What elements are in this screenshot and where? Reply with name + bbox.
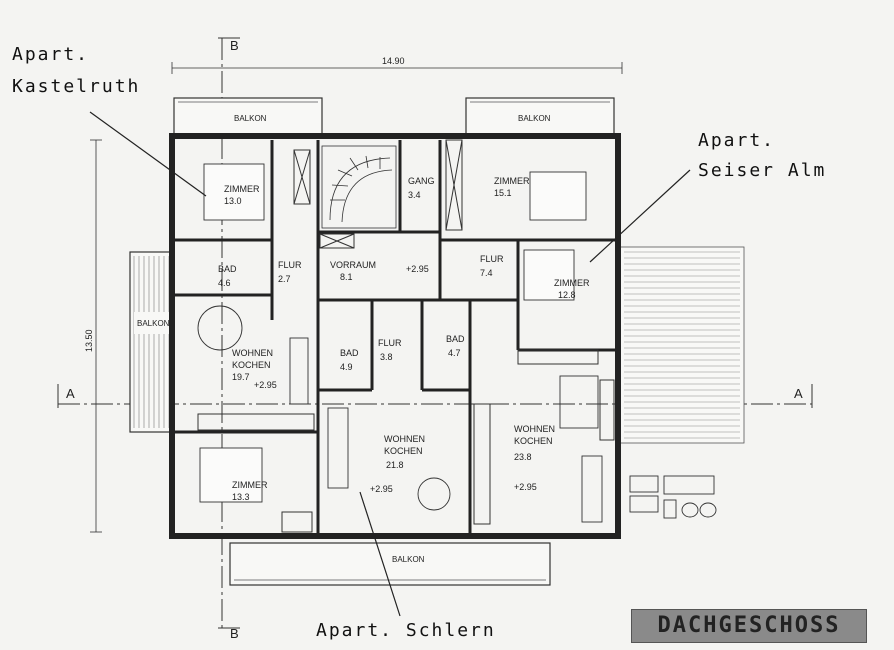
room-bad-e: BAD 4.7 <box>446 334 465 358</box>
leader-seiser-alm <box>589 169 691 263</box>
section-label-a-left: A <box>66 386 75 401</box>
room-bad-w: BAD 4.6 <box>218 264 237 288</box>
svg-text:+2.95: +2.95 <box>406 264 429 274</box>
room-wohnen-e: WOHNEN KOCHEN 23.8 +2.95 <box>514 424 555 492</box>
svg-text:+2.95: +2.95 <box>254 380 277 390</box>
svg-text:ZIMMER: ZIMMER <box>494 176 530 186</box>
svg-text:ZIMMER: ZIMMER <box>232 480 268 490</box>
room-zimmer-ne: ZIMMER 15.1 <box>494 176 530 198</box>
svg-text:+2.95: +2.95 <box>370 484 393 494</box>
svg-text:12.8: 12.8 <box>558 290 576 300</box>
svg-text:13.3: 13.3 <box>232 492 250 502</box>
svg-text:KOCHEN: KOCHEN <box>384 446 423 456</box>
svg-text:19.7: 19.7 <box>232 372 250 382</box>
svg-text:8.1: 8.1 <box>340 272 353 282</box>
svg-text:4.9: 4.9 <box>340 362 353 372</box>
balcony-label: BALKON <box>392 555 425 564</box>
svg-text:KOCHEN: KOCHEN <box>232 360 271 370</box>
section-label-a-right: A <box>794 386 803 401</box>
svg-text:2.7: 2.7 <box>278 274 291 284</box>
dimension-width-label: 14.90 <box>382 56 405 66</box>
svg-text:WOHNEN: WOHNEN <box>232 348 273 358</box>
svg-text:BAD: BAD <box>218 264 237 274</box>
kitchen-counters <box>197 139 615 533</box>
svg-text:15.1: 15.1 <box>494 188 512 198</box>
room-zimmer-nw: ZIMMER 13.0 <box>224 184 260 206</box>
balcony-bottom: BALKON <box>229 542 551 586</box>
room-flur-e: FLUR 7.4 <box>480 254 504 278</box>
section-label-b-top: B <box>230 38 239 53</box>
room-wohnen-w: WOHNEN KOCHEN 19.7 +2.95 <box>232 348 277 390</box>
balcony-top-right: BALKON <box>465 97 615 137</box>
floor-title-badge: DACHGESCHOSS <box>631 609 867 643</box>
svg-text:7.4: 7.4 <box>480 268 493 278</box>
svg-text:13.0: 13.0 <box>224 196 242 206</box>
svg-text:ZIMMER: ZIMMER <box>554 278 590 288</box>
apartment-kastelruth-line1: Apart. <box>12 44 89 65</box>
leader-schlern <box>359 491 401 617</box>
interior-walls <box>172 140 618 536</box>
room-flur-c: FLUR 3.8 <box>378 338 402 362</box>
svg-text:FLUR: FLUR <box>480 254 504 264</box>
beds <box>199 163 587 503</box>
svg-text:FLUR: FLUR <box>378 338 402 348</box>
apartment-seiser-alm-line1: Apart. <box>698 130 775 151</box>
svg-text:KOCHEN: KOCHEN <box>514 436 553 446</box>
svg-text:BAD: BAD <box>446 334 465 344</box>
room-zimmer-sw: ZIMMER 13.3 <box>232 480 268 502</box>
apartment-seiser-alm-line2: Seiser Alm <box>698 160 826 181</box>
svg-text:23.8: 23.8 <box>514 452 532 462</box>
svg-text:4.6: 4.6 <box>218 278 231 288</box>
svg-text:+2.95: +2.95 <box>514 482 537 492</box>
room-zimmer-e: ZIMMER 12.8 <box>554 278 590 300</box>
room-vorraum: VORRAUM 8.1 +2.95 <box>330 260 429 282</box>
furniture <box>197 305 603 523</box>
section-label-b-bottom: B <box>230 626 239 641</box>
balcony-label: BALKON <box>518 114 551 123</box>
svg-text:4.7: 4.7 <box>448 348 461 358</box>
outer-wall <box>169 133 621 539</box>
staircase <box>321 145 397 229</box>
room-flur-w: FLUR 2.7 <box>278 260 302 284</box>
balcony-left: BALKON <box>129 251 175 433</box>
svg-text:GANG: GANG <box>408 176 435 186</box>
balcony-label: BALKON <box>234 114 267 123</box>
room-gang: GANG 3.4 <box>408 176 435 200</box>
apartment-kastelruth-line2: Kastelruth <box>12 76 140 97</box>
leader-kastelruth <box>89 111 207 197</box>
room-bad-c: BAD 4.9 <box>340 348 359 372</box>
svg-text:BAD: BAD <box>340 348 359 358</box>
svg-text:WOHNEN: WOHNEN <box>384 434 425 444</box>
room-wohnen-c: WOHNEN KOCHEN 21.8 +2.95 <box>370 434 425 494</box>
legend-symbols <box>629 475 717 519</box>
svg-text:FLUR: FLUR <box>278 260 302 270</box>
svg-text:3.8: 3.8 <box>380 352 393 362</box>
balcony-label: BALKON <box>137 319 170 328</box>
svg-text:WOHNEN: WOHNEN <box>514 424 555 434</box>
svg-text:ZIMMER: ZIMMER <box>224 184 260 194</box>
dimension-depth-label: 13.50 <box>84 329 94 352</box>
roof-hatch-right <box>619 246 745 444</box>
apartment-schlern-label: Apart. Schlern <box>316 620 496 641</box>
svg-text:3.4: 3.4 <box>408 190 421 200</box>
balcony-top-left: BALKON <box>173 97 323 139</box>
svg-text:21.8: 21.8 <box>386 460 404 470</box>
svg-text:VORRAUM: VORRAUM <box>330 260 376 270</box>
